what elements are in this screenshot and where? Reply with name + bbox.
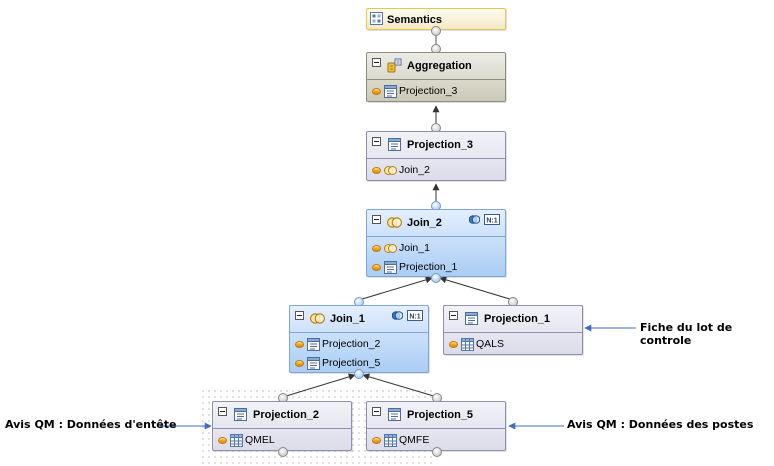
edge-join1-join2: [358, 276, 433, 301]
aggregation-node[interactable]: Aggregation Projection_3: [366, 52, 506, 102]
node-title: Aggregation: [407, 60, 472, 72]
projection-2-node[interactable]: Projection_2 QMEL: [212, 401, 352, 451]
join-icon: [310, 313, 325, 324]
projection-icon: [384, 261, 397, 274]
table-icon: [461, 338, 474, 351]
join-icon: [384, 244, 397, 253]
input-marker-icon: [372, 264, 381, 271]
projection-icon: [465, 312, 478, 325]
input-marker-icon: [218, 437, 227, 444]
collapse-button[interactable]: [372, 215, 381, 224]
input-marker-icon: [295, 341, 304, 348]
collapse-button[interactable]: [372, 407, 381, 416]
input-marker-icon: [295, 360, 304, 367]
input-label: QMFE: [399, 434, 430, 446]
node-title: Projection_3: [407, 139, 474, 151]
node-title: Join_1: [330, 313, 365, 325]
input-label: Join_2: [399, 164, 430, 176]
input-row[interactable]: Projection_5: [290, 354, 428, 373]
projection-icon: [307, 338, 320, 351]
input-row[interactable]: Join_2: [367, 161, 505, 180]
input-label: QALS: [476, 338, 505, 350]
collapse-button[interactable]: [372, 58, 381, 67]
join-type-icon[interactable]: [469, 214, 480, 225]
input-label: Projection_2: [322, 338, 381, 350]
projection-5-node[interactable]: Projection_5 QMFE: [366, 401, 506, 451]
input-marker-icon: [372, 88, 381, 95]
input-row[interactable]: QALS: [444, 335, 582, 354]
projection-icon: [388, 408, 401, 421]
projection-5-input-port[interactable]: [432, 447, 442, 457]
svg-text:N:1: N:1: [409, 313, 420, 320]
edge-projection1-join2: [439, 276, 514, 301]
input-row[interactable]: QMEL: [213, 431, 351, 450]
join-2-node[interactable]: Join_2 N:1 Join_1 Projection_1: [366, 209, 506, 277]
annotation-projection-5: Avis QM : Données des postes: [567, 418, 754, 431]
collapse-button[interactable]: [449, 311, 458, 320]
projection-icon: [234, 408, 247, 421]
semantics-icon: [370, 12, 383, 25]
input-marker-icon: [372, 245, 381, 252]
edge-projection2-join1: [282, 373, 356, 398]
node-title: Projection_1: [484, 313, 551, 325]
projection-icon: [388, 138, 401, 151]
projection-3-node[interactable]: Projection_3 Join_2: [366, 131, 506, 181]
projection-1-node[interactable]: Projection_1 QALS: [443, 305, 583, 355]
table-icon: [230, 434, 243, 447]
input-marker-icon: [372, 167, 381, 174]
input-label: Projection_1: [399, 261, 458, 273]
projection-icon: [384, 85, 397, 98]
input-row[interactable]: Join_1: [367, 239, 505, 258]
edge-projection5-join1: [362, 373, 438, 398]
join-icon: [384, 166, 397, 175]
semantics-input-port[interactable]: [431, 26, 441, 36]
cardinality-icon[interactable]: N:1: [484, 214, 500, 225]
join-1-node[interactable]: Join_1 N:1 Projection_2 Projection_5: [289, 305, 429, 373]
input-label: Join_1: [399, 242, 430, 254]
node-title: Projection_5: [407, 409, 474, 421]
join-icon: [387, 217, 402, 228]
projection-2-input-port[interactable]: [278, 447, 288, 457]
collapse-button[interactable]: [218, 407, 227, 416]
node-title: Semantics: [387, 14, 443, 26]
input-row[interactable]: Projection_2: [290, 335, 428, 354]
input-marker-icon: [372, 437, 381, 444]
table-icon: [384, 434, 397, 447]
projection-icon: [307, 357, 320, 370]
cardinality-icon[interactable]: N:1: [407, 310, 423, 321]
collapse-button[interactable]: [372, 137, 381, 146]
input-row[interactable]: QMFE: [367, 431, 505, 450]
node-title: Join_2: [407, 217, 442, 229]
input-row[interactable]: Projection_3: [367, 82, 505, 101]
input-label: Projection_5: [322, 357, 381, 369]
node-title: Projection_2: [253, 409, 320, 421]
semantics-node[interactable]: Semantics: [366, 8, 506, 30]
collapse-button[interactable]: [295, 311, 304, 320]
join-2-input-port[interactable]: [431, 273, 441, 283]
aggregation-icon: [387, 58, 402, 73]
svg-text:N:1: N:1: [486, 217, 497, 224]
annotation-projection-1: Fiche du lot de controle: [640, 321, 733, 347]
input-label: QMEL: [245, 434, 275, 446]
join-type-icon[interactable]: [392, 310, 403, 321]
input-label: Projection_3: [399, 85, 458, 97]
join-1-input-port[interactable]: [354, 369, 364, 379]
annotation-projection-2: Avis QM : Données d'entête: [5, 418, 177, 431]
input-marker-icon: [449, 341, 458, 348]
input-row[interactable]: Projection_1: [367, 258, 505, 277]
